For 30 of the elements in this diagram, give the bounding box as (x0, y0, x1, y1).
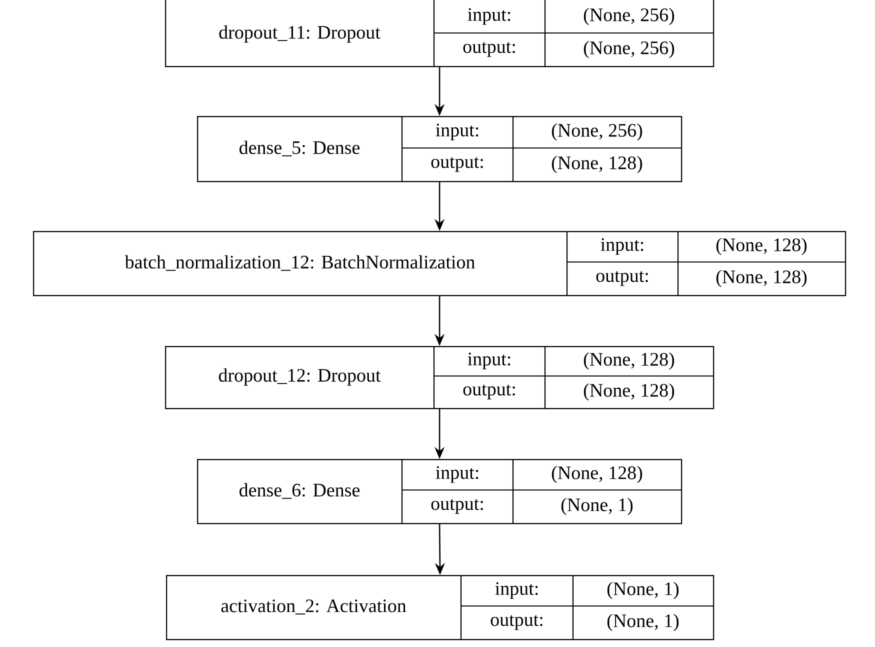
port-label: output: (490, 615, 542, 630)
shape-value: (None, 256) (552, 123, 642, 141)
layer-name: dropout_11: Dropout (219, 25, 380, 43)
shape-value: (None, 128) (716, 270, 807, 288)
port-label: input: (468, 352, 510, 370)
port-label: output: (431, 499, 483, 514)
port-label: input: (436, 124, 478, 140)
shape-value: (None, 1) (607, 614, 679, 632)
layer-name: dense_6: Dense (240, 483, 360, 499)
port-label: input: (495, 582, 538, 599)
layer-name: batch_normalization_12: BatchNormalization (124, 255, 475, 271)
layer-name: activation_2: Activation (221, 599, 406, 614)
port-label: input: (468, 8, 510, 25)
shape-value: (None, 128) (552, 466, 642, 484)
port-label: input: (600, 238, 644, 255)
shape-value: (None, 256) (584, 40, 674, 58)
layer-name: dropout_12: Dropout (218, 368, 381, 386)
port-label: input: (436, 466, 478, 483)
shape-value: (None, 256) (584, 8, 674, 26)
port-label: output: (463, 42, 515, 57)
port-label: output: (596, 271, 648, 286)
layer-name: dense_5: Dense (240, 140, 360, 156)
shape-value: (None, 1) (607, 582, 679, 600)
shape-value: (None, 128) (716, 238, 807, 256)
shape-value: (None, 128) (584, 383, 674, 401)
port-label: output: (431, 157, 483, 172)
shape-value: (None, 128) (584, 352, 674, 370)
shape-value: (None, 1) (561, 498, 633, 516)
port-label: output: (463, 384, 515, 400)
shape-value: (None, 128) (552, 156, 642, 174)
